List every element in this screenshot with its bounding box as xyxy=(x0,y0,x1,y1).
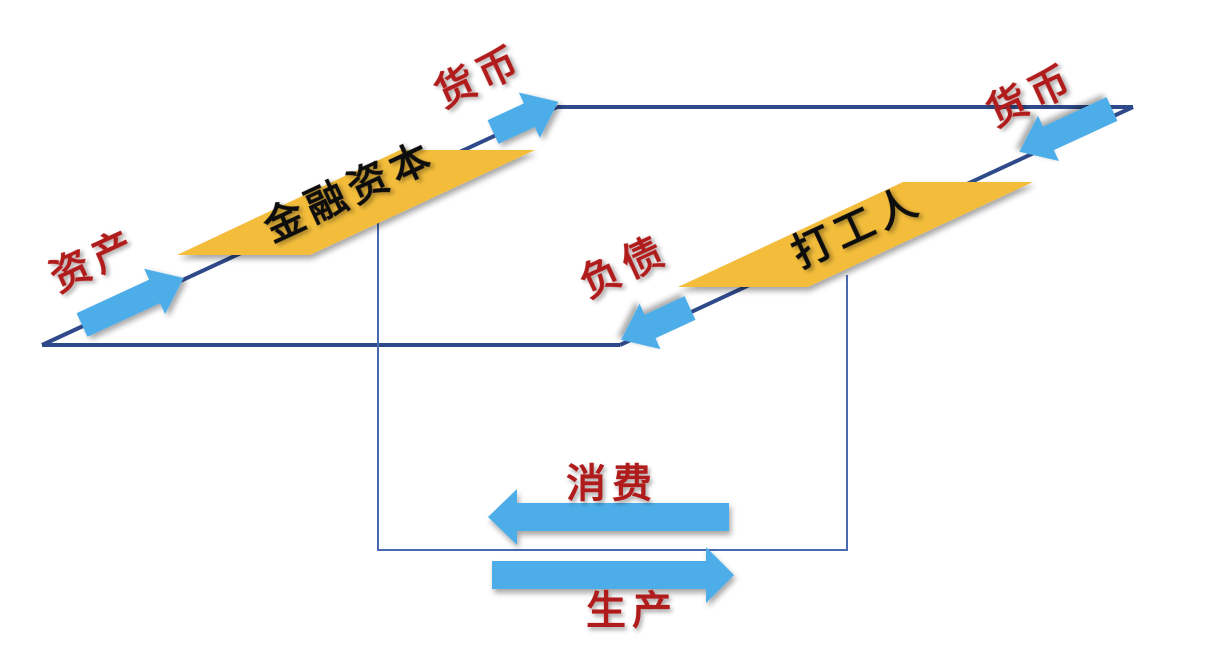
worker-band xyxy=(678,182,1033,287)
currency-top-arrow xyxy=(487,92,559,144)
consumption-label: 消费 xyxy=(566,460,658,507)
currency-top-label: 货币 xyxy=(427,36,530,117)
asset-arrow xyxy=(76,268,184,337)
consumption-arrow xyxy=(488,489,729,545)
liability-label: 负债 xyxy=(572,226,675,307)
financial-capital-band xyxy=(177,150,535,255)
currency-right-arrow xyxy=(1019,97,1118,162)
liability-arrow xyxy=(621,296,696,350)
loop-connector xyxy=(377,215,848,551)
production-label: 生产 xyxy=(586,587,678,634)
production-arrow xyxy=(492,547,734,603)
